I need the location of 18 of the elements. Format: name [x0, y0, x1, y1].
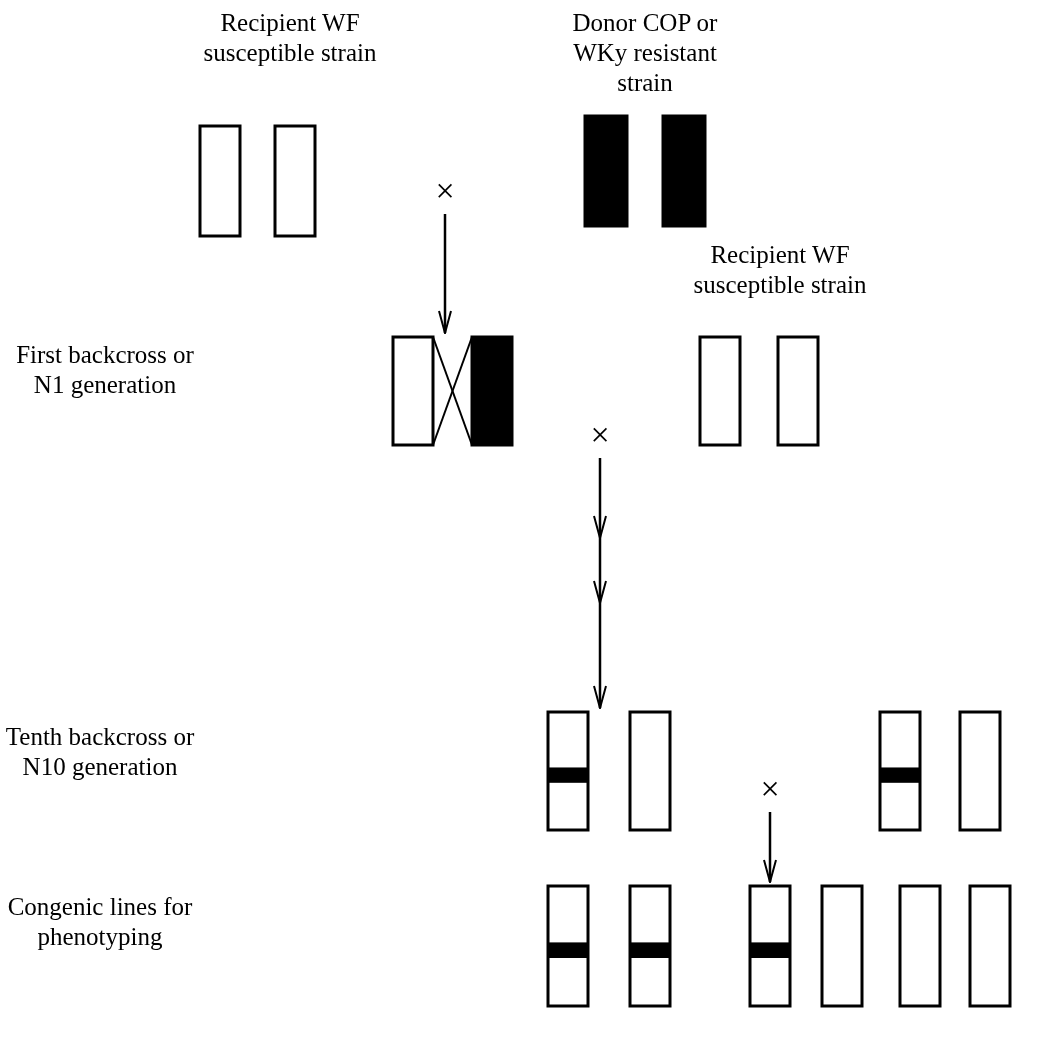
chromosome-pair — [545, 710, 673, 832]
chromosome-pair — [747, 884, 865, 1008]
cross-symbol: × — [755, 774, 785, 804]
generation-label: First backcross or N1 generation — [15, 340, 195, 400]
arrow — [763, 812, 777, 883]
chromosome-pair — [545, 884, 673, 1008]
arrow — [438, 214, 452, 334]
chromosome-pair — [897, 884, 1015, 1008]
arrow — [593, 458, 607, 709]
strain-label: Donor COP or WKy resistant strain — [571, 8, 719, 98]
cross-symbol: × — [430, 176, 460, 206]
generation-label: Tenth backcross or N10 generation — [5, 722, 195, 782]
chromosome-pair — [877, 710, 1005, 832]
strain-label: Recipient WF susceptible strain — [202, 8, 378, 68]
generation-label: Congenic lines for phenotyping — [6, 892, 194, 952]
cross-symbol: × — [585, 420, 615, 450]
strain-label: Recipient WF susceptible strain — [692, 240, 868, 300]
chromosome-pair — [390, 335, 516, 447]
